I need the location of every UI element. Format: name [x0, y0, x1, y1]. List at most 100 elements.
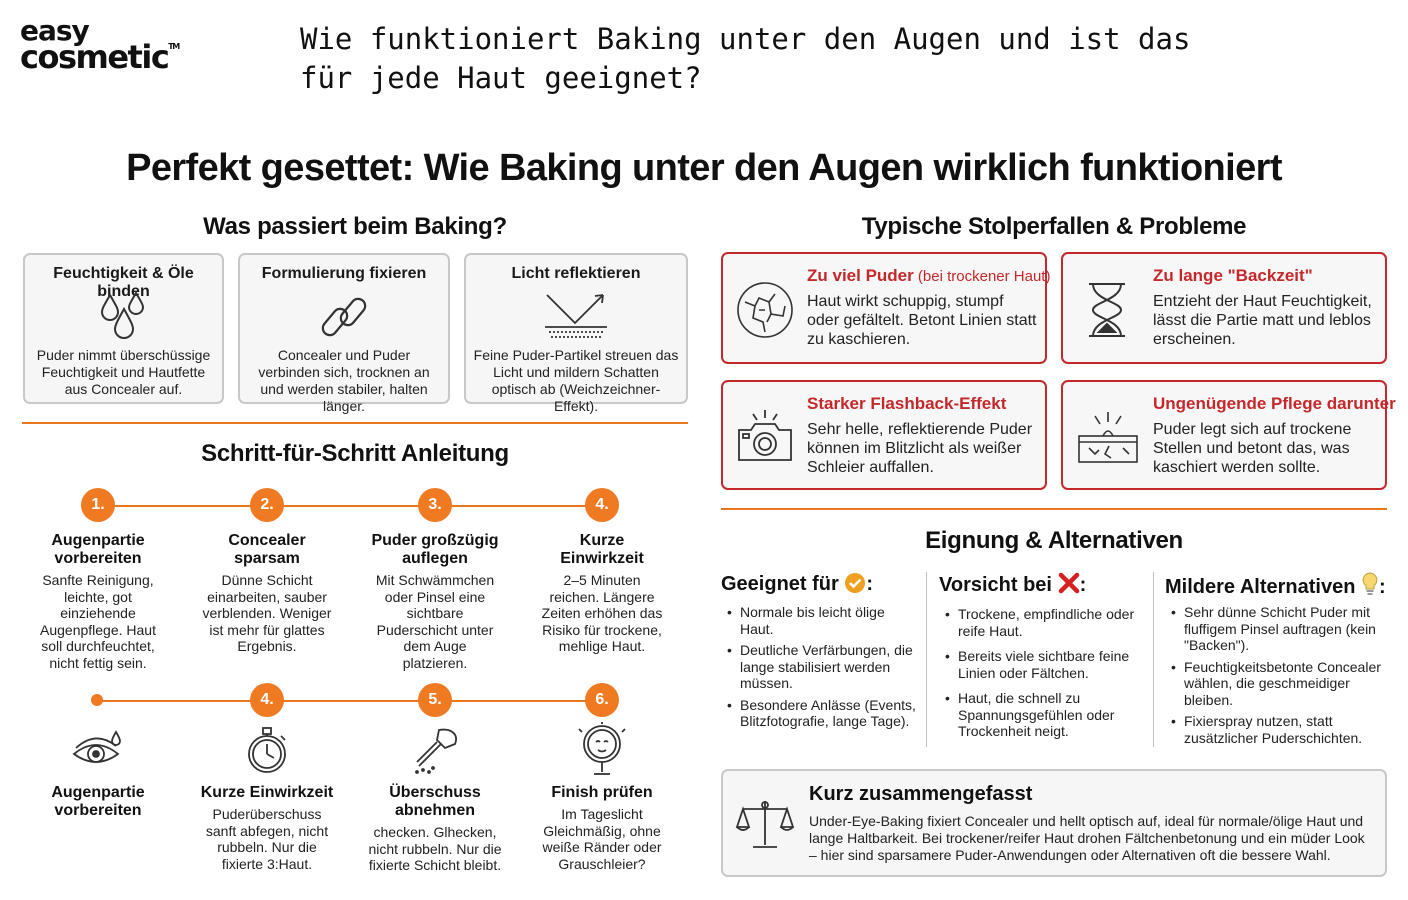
camera-icon	[735, 408, 795, 466]
step-item: Augenpartie vorbereiten Sanfte Reinigung…	[33, 532, 163, 671]
step-connector-line	[98, 700, 602, 702]
step-number-badge: 3.	[418, 488, 452, 522]
summary-title: Kurz zusammengefasst	[809, 783, 1033, 805]
pitfall-card-too-much-powder: Zu viel Puder (bei trockener Haut) Haut …	[721, 252, 1050, 364]
lightbulb-icon	[1361, 572, 1379, 596]
info-card-moisture: Feuchtigkeit & Öle binden Puder nimmt üb…	[23, 253, 224, 404]
step-title: Concealer sparsam	[228, 532, 306, 567]
column-title-alternatives: Mildere Alternativen :	[1165, 572, 1386, 599]
mirror-face-icon	[576, 722, 628, 778]
main-title: Perfekt gesettet: Wie Baking unter den A…	[126, 147, 1282, 189]
step-title: Kurze Einwirkzeit	[560, 532, 644, 567]
brush-icon	[409, 724, 463, 776]
step-body: Puderüberschuss sanft abfegen, nicht rub…	[205, 806, 329, 872]
balance-scale-icon	[735, 797, 795, 853]
step-number-badge: 4.	[250, 683, 284, 717]
info-card-title: Licht reflektieren	[511, 265, 641, 282]
suitability-title: Eignung & Alternativen	[925, 527, 1183, 554]
column-divider	[1153, 572, 1154, 747]
step-item: Augenpartie vorbereiten	[33, 784, 163, 820]
brand-logo: easy cosmeticTM	[20, 14, 190, 73]
step-body: 2–5 Minuten reichen. Längere Zeiten erhö…	[541, 572, 663, 654]
pitfall-title: Zu lange "Backzeit"	[1153, 266, 1313, 285]
step-item: Finish prüfen Im Tageslicht Gleichmäßig,…	[537, 784, 667, 872]
section-divider	[22, 422, 688, 424]
column-title-text: Geeignet für	[721, 573, 839, 595]
column-title-suitable: Geeignet für :	[721, 572, 873, 596]
logo-tm: TM	[168, 42, 180, 52]
eye-icon	[70, 726, 126, 774]
step-body: Mit Schwämmchen oder Pinsel eine sichtba…	[375, 572, 495, 671]
alternatives-list: Sehr dünne Schicht Puder mit fluffigem P…	[1169, 604, 1381, 751]
column-title-text: Mildere Alternativen	[1165, 576, 1356, 598]
list-item: Besondere Anlässe (Events, Blitzfotograf…	[725, 697, 917, 730]
list-item: Haut, die schnell zu Spannungsgefühlen o…	[943, 690, 1141, 740]
step-title: Finish prüfen	[551, 784, 653, 801]
stopwatch-icon	[241, 724, 293, 776]
dry-skin-icon	[1075, 408, 1141, 468]
logo-line1: easy	[20, 14, 90, 47]
step-title: Überschuss abnehmen	[389, 784, 481, 819]
pitfall-title: Ungenügende Pflege darunter	[1153, 394, 1396, 413]
pitfalls-title: Typische Stolperfallen & Probleme	[861, 213, 1247, 240]
step-body: Sanfte Reinigung, leichte, got einziehen…	[40, 572, 156, 671]
section-divider	[721, 508, 1387, 510]
step-item: Kurze Einwirkzeit Puderüberschuss sanft …	[197, 784, 337, 872]
step-body: Dünne Schicht einarbeiten, sauber verble…	[202, 572, 332, 654]
list-item: Bereits viele sichtbare feine Linien ode…	[943, 648, 1141, 681]
pitfall-body: Entzieht der Haut Feuchtigkeit, lässt di…	[1153, 293, 1372, 348]
step-item: Kurze Einwirkzeit 2–5 Minuten reichen. L…	[537, 532, 667, 655]
info-card-title: Formulierung fixieren	[261, 265, 427, 282]
list-item: Normale bis leicht ölige Haut.	[725, 604, 917, 637]
step-dot	[91, 694, 103, 706]
info-card-fix: Formulierung fixieren Concealer und Pude…	[238, 253, 450, 414]
column-divider	[926, 572, 927, 747]
step-item: Puder großzügig auflegen Mit Schwämmchen…	[370, 532, 500, 671]
suitable-list: Normale bis leicht ölige Haut. Deutliche…	[725, 604, 917, 735]
list-item: Trockene, empfindliche oder reife Haut.	[943, 606, 1141, 639]
question-title: Wie funktioniert Baking unter den Augen …	[300, 22, 1191, 95]
step-number-badge: 6.	[585, 683, 619, 717]
step-number-badge: 1.	[81, 488, 115, 522]
list-item: Sehr dünne Schicht Puder mit fluffigem P…	[1169, 604, 1381, 654]
pitfall-body: Puder legt sich auf trockene Stellen und…	[1153, 421, 1352, 476]
step-number-badge: 5.	[418, 683, 452, 717]
caution-list: Trockene, empfindliche oder reife Haut. …	[943, 606, 1141, 745]
list-item: Feuchtigkeitsbetonte Concealer wählen, d…	[1169, 659, 1381, 709]
pitfall-subtitle: (bei trockener Haut)	[913, 268, 1051, 285]
step-number-badge: 4.	[585, 488, 619, 522]
pitfall-title: Zu viel Puder	[807, 266, 914, 285]
step-item: Concealer sparsam Dünne Schicht einarbei…	[202, 532, 332, 655]
info-card-body: Concealer und Puder verbinden sich, troc…	[258, 347, 430, 414]
summary-body: Under-Eye-Baking fixiert Concealer und h…	[809, 813, 1365, 863]
pitfall-title: Starker Flashback-Effekt	[807, 394, 1007, 413]
pitfall-card-insufficient-care: Ungenügende Pflege darunter Puder legt s…	[1061, 380, 1396, 490]
water-drops-icon	[96, 291, 152, 343]
logo-line2: cosmetic	[20, 38, 170, 77]
column-title-caution: Vorsicht bei :	[939, 572, 1086, 597]
cross-icon	[1058, 572, 1080, 594]
hourglass-icon	[1083, 280, 1131, 340]
what-happens-title: Was passiert beim Baking?	[203, 213, 507, 240]
check-icon	[844, 572, 866, 594]
light-reflection-icon	[541, 291, 611, 341]
step-item: Überschuss abnehmen checken. Glhecken, n…	[365, 784, 505, 874]
step-title: Puder großzügig auflegen	[371, 532, 499, 567]
step-title: Augenpartie vorbereiten	[51, 532, 145, 567]
step-title: Augenpartie vorbereiten	[51, 784, 145, 819]
pitfall-body: Haut wirkt schuppig, stumpf oder gefälte…	[807, 293, 1037, 348]
step-connector-line	[98, 505, 602, 507]
steps-title: Schritt-für-Schritt Anleitung	[201, 440, 509, 467]
column-title-text: Vorsicht bei	[939, 574, 1052, 596]
step-number-badge: 2.	[250, 488, 284, 522]
step-body: Im Tageslicht Gleichmäßig, ohne weiße Rä…	[542, 806, 662, 872]
summary-box: Kurz zusammengefasst Under-Eye-Baking fi…	[721, 769, 1387, 877]
list-item: Deutliche Verfärbungen, die lange stabil…	[725, 642, 917, 692]
pitfall-card-long-bake: Zu lange "Backzeit" Entzieht der Haut Fe…	[1061, 252, 1387, 364]
step-title: Kurze Einwirkzeit	[200, 784, 334, 801]
pitfall-card-flashback: Starker Flashback-Effekt Sehr helle, ref…	[721, 380, 1047, 490]
column-title-suffix: :	[1378, 576, 1386, 598]
cracked-skin-icon	[735, 280, 795, 340]
column-title-suffix: :	[1079, 574, 1087, 596]
pitfall-body: Sehr helle, reflektierende Puder können …	[807, 421, 1033, 476]
